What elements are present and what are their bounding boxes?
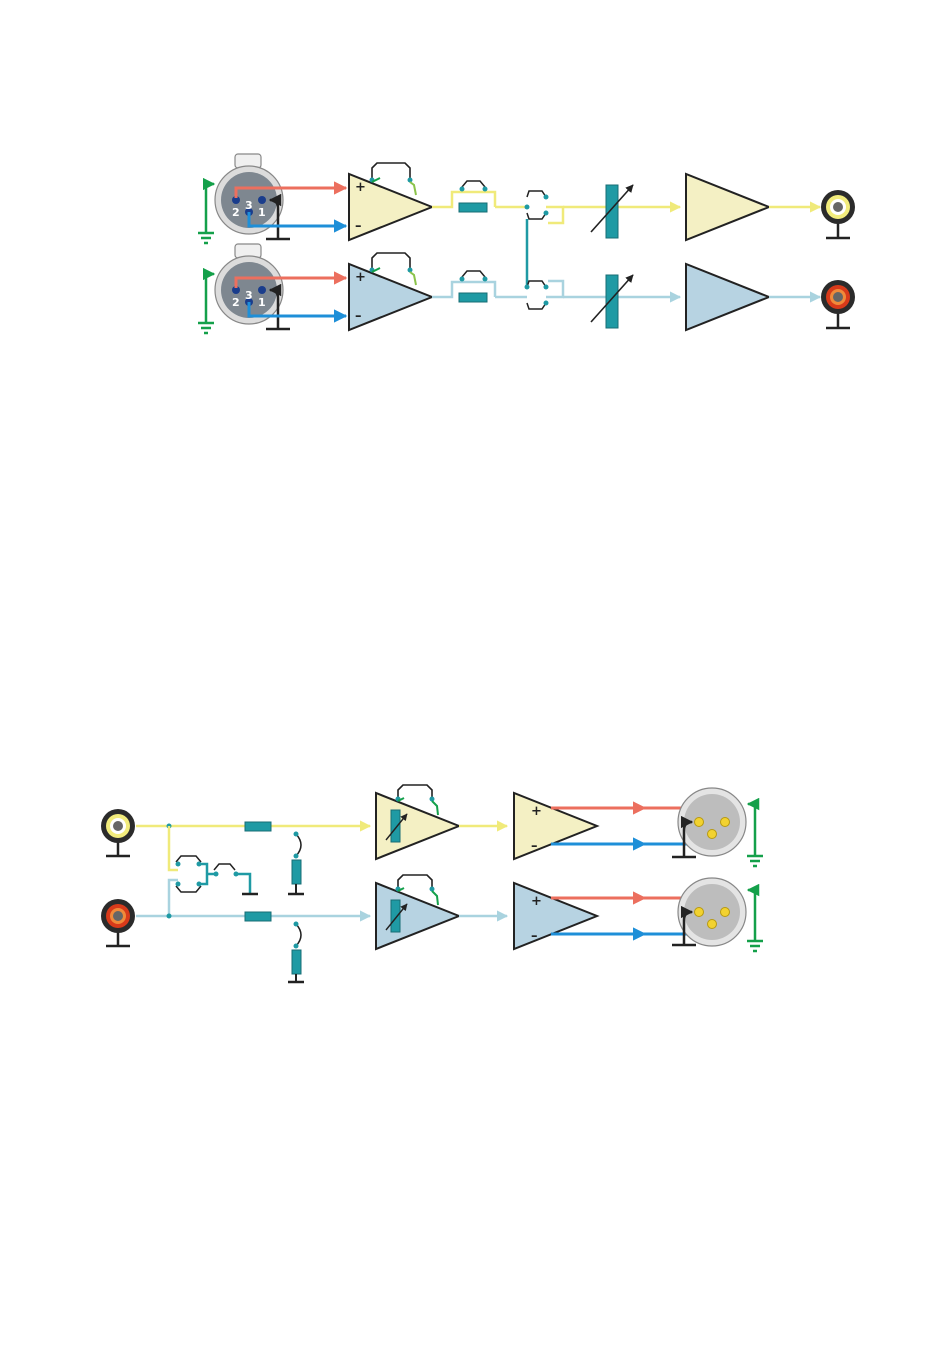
balanced-driver-left: + –	[514, 793, 597, 859]
rca-jack-icon	[821, 280, 855, 328]
input-resistor-left	[245, 822, 271, 831]
volume-potentiometer-left	[591, 185, 633, 238]
bottom-diagram-unbalanced-to-balanced: + – + –	[101, 785, 763, 982]
differential-amplifier-right: + –	[349, 253, 432, 330]
output-buffer-left	[686, 174, 769, 240]
gain-amplifier-left	[376, 785, 459, 859]
rca-jack-icon	[821, 190, 855, 238]
xlr-pin-3-label: 3	[245, 289, 253, 302]
xlr-pin-1-label: 1	[258, 206, 266, 219]
plus-label: +	[531, 894, 542, 909]
plus-label: +	[531, 804, 542, 819]
ground-icon	[747, 804, 763, 866]
minus-label: –	[531, 839, 538, 854]
mono-switch-right	[525, 281, 564, 309]
load-resistor-right	[288, 922, 304, 983]
ground-icon	[198, 184, 214, 243]
plus-label: +	[355, 270, 366, 285]
mono-summing-switch	[169, 826, 258, 916]
output-buffer-right	[686, 264, 769, 330]
top-diagram-balanced-to-unbalanced: 2 3 1 + –	[198, 154, 855, 333]
ground-icon	[747, 890, 763, 951]
minus-label: –	[355, 309, 362, 324]
rca-jack-icon	[101, 809, 135, 856]
differential-amplifier-left: + –	[349, 163, 432, 240]
resistor-jumper-left	[432, 181, 495, 212]
mono-switch-left	[525, 191, 564, 223]
resistor-jumper-right	[432, 271, 495, 302]
ground-icon	[198, 274, 214, 333]
load-resistor-left	[288, 832, 304, 895]
minus-label: –	[531, 929, 538, 944]
xlr-pin-1-label: 1	[258, 296, 266, 309]
input-resistor-right	[245, 912, 271, 921]
xlr-pin-3-label: 3	[245, 199, 253, 212]
minus-label: –	[355, 219, 362, 234]
volume-potentiometer-right	[591, 275, 633, 328]
balanced-driver-right: + –	[514, 883, 597, 949]
xlr-pin-2-label: 2	[232, 296, 240, 309]
plus-label: +	[355, 180, 366, 195]
rca-jack-icon	[101, 899, 135, 946]
gain-amplifier-right	[376, 875, 459, 949]
xlr-pin-2-label: 2	[232, 206, 240, 219]
